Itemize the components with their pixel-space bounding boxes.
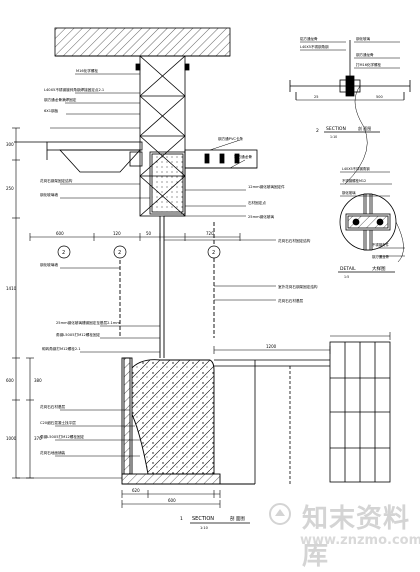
plan-section-labels: 铝方通龙骨 L40X5不锈钢角钢 钢化玻璃 钢方通龙骨 打M16化学螺栓 25 … — [300, 36, 383, 99]
grid-label-a: 2 — [62, 250, 65, 256]
dim-w3: 50 — [146, 231, 152, 236]
dim-w2: 120 — [113, 231, 121, 236]
main-section-title-text: SECTION — [192, 516, 214, 522]
grid-label-b: 2 — [118, 250, 121, 256]
label-bottom-fix: 角钢L50X5打M12螺栓固定 — [56, 332, 101, 337]
main-section-labels: M16化学螺栓 L40X5不锈钢镀锌角钢焊接固定点2.1 钢方通龙骨满焊固定 6… — [40, 68, 318, 455]
mid-dimension-chain — [29, 233, 241, 241]
label-m16-bolt: M16化学螺栓 — [76, 68, 98, 73]
watermark-site-name: 知末资料库 — [302, 504, 411, 571]
dim-h3: 370 — [34, 436, 42, 441]
plan-section-title-text: SECTION — [326, 126, 346, 132]
steel-truss — [135, 55, 190, 217]
dim-w4: 720 — [206, 231, 214, 236]
label-glass-spec: 25mm钢化玻璃 — [248, 214, 274, 219]
label-stone-base: 花岗石石材基层 — [40, 404, 66, 409]
plan-section-scale: 1:10 — [330, 135, 337, 139]
label-right-note: 室外花岗石钢架固定结构 — [278, 284, 318, 289]
watermark-url: www.znzmo.com — [300, 533, 420, 548]
main-section-number: 1 — [180, 516, 183, 522]
bottom-dimension-values: 620 600 1200 — [132, 344, 277, 503]
grid-bubbles — [57, 245, 221, 259]
plan-section-number: 2 — [316, 128, 319, 134]
label-stone-fix: 花岗石钢架固定结构 — [40, 178, 73, 183]
label-bottom-fix-2: 角钢L50X5打M12螺栓固定 — [40, 434, 85, 439]
label-steel-plate: 6X1钢板 — [44, 108, 59, 113]
right-lattice — [214, 341, 391, 484]
dim-h2: 250 — [6, 186, 14, 191]
detail-leader-lines — [340, 171, 405, 257]
main-section-title: 1 SECTION 剖 面图 1:10 — [180, 515, 250, 530]
detail-title: DETAIL 大样图 1:5 — [338, 265, 395, 279]
dim-w1: 600 — [56, 231, 64, 236]
dim-h5: 600 — [6, 378, 14, 383]
plan-label-3: 钢化玻璃 — [356, 36, 370, 41]
bottom-dimension-chain — [121, 332, 391, 508]
label-glass-wall-2: 钢化玻璃墙 — [40, 262, 58, 267]
label-glass-wall: 钢化玻璃墙 — [40, 192, 58, 197]
detail-label-4: 不锈钢夹件 — [372, 242, 390, 247]
dim-w6: 1200 — [266, 344, 277, 349]
plan-label-1: 铝方通龙骨 — [300, 36, 318, 41]
label-aluminum-frame: 铝方通龙骨 — [234, 154, 252, 159]
left-dimension-values: 300 250 1410 600 1000 380 370 — [6, 142, 42, 441]
detail-callout — [339, 85, 404, 263]
dim-h1: 300 — [6, 142, 14, 147]
main-section-subtitle: 剖 面图 — [230, 515, 245, 522]
label-pvc-clip: 钢方通PVC卡条 — [218, 136, 244, 141]
stone-base — [121, 357, 255, 485]
canopy-beam — [14, 141, 143, 173]
label-glass-12mm: 12mm钢化玻璃固定件 — [248, 184, 285, 189]
ceiling-slab — [54, 27, 231, 57]
profile-box — [149, 149, 258, 215]
dim-h7: 1000 — [6, 436, 17, 441]
dim-w5: 620 — [132, 488, 140, 493]
grid-label-c: 2 — [212, 250, 215, 256]
detail-labels: L40X5不锈钢角钢 不锈钢螺栓M12 钢化玻璃 不锈钢夹件 钢方通龙骨 — [342, 166, 390, 259]
main-section-scale: 1:10 — [200, 526, 208, 530]
dim-h6: 380 — [34, 378, 42, 383]
section-drawing: 300 250 1410 600 1000 380 370 600 120 50… — [6, 27, 411, 530]
detail-scale: 1:5 — [344, 275, 349, 279]
label-mortar: 砌砖角钢打M12螺栓2.1 — [42, 346, 81, 351]
label-steel-fin: 钢方通龙骨满焊固定 — [44, 97, 77, 102]
dim-w7: 600 — [168, 498, 176, 503]
leader-lines — [50, 73, 276, 457]
watermark-logo-icon — [269, 503, 291, 525]
label-structure-note: 花岗石石材固定结构 — [278, 238, 311, 243]
detail-label-5: 钢方通龙骨 — [372, 254, 390, 259]
plan-dim-2: 500 — [376, 95, 383, 99]
label-floor: 花岗石地面铺装 — [40, 450, 66, 455]
label-angle-steel: L40X5不锈钢镀锌角钢焊接固定点2.1 — [44, 87, 104, 92]
plan-label-4: 钢方通龙骨 — [356, 52, 374, 57]
detail-subtitle: 大样图 — [372, 265, 386, 272]
label-screed: C20细石混凝土找平层 — [40, 420, 76, 425]
grid-bubble-labels: 2 2 2 — [62, 250, 215, 256]
label-stone-base-right: 花岗石石材基层 — [278, 298, 304, 303]
detail-label-2: 不锈钢螺栓M12 — [342, 178, 366, 183]
plan-section-subtitle: 剖 面图 — [358, 125, 371, 131]
plan-dim-1: 25 — [314, 95, 318, 99]
plan-section-title: 2 SECTION 剖 面图 1:10 — [316, 125, 380, 139]
detail-title-text: DETAIL — [340, 266, 356, 272]
mid-dimension-values: 600 120 50 720 — [56, 231, 214, 236]
detail-label-1: L40X5不锈钢角钢 — [342, 166, 370, 171]
dim-h4: 1410 — [6, 286, 17, 291]
label-fixed-point: 石材固定点 — [248, 200, 266, 205]
label-bottom-steel: 25mm钢化玻璃槽钢固定至基层2.1mm — [56, 320, 120, 325]
plan-section-drawing — [289, 40, 411, 101]
left-dimension-chain — [12, 127, 122, 479]
plan-label-5: 打M16化学螺栓 — [356, 62, 381, 67]
plan-label-2: L40X5不锈钢角钢 — [300, 44, 329, 49]
detail-label-3: 钢化玻璃 — [342, 190, 356, 195]
